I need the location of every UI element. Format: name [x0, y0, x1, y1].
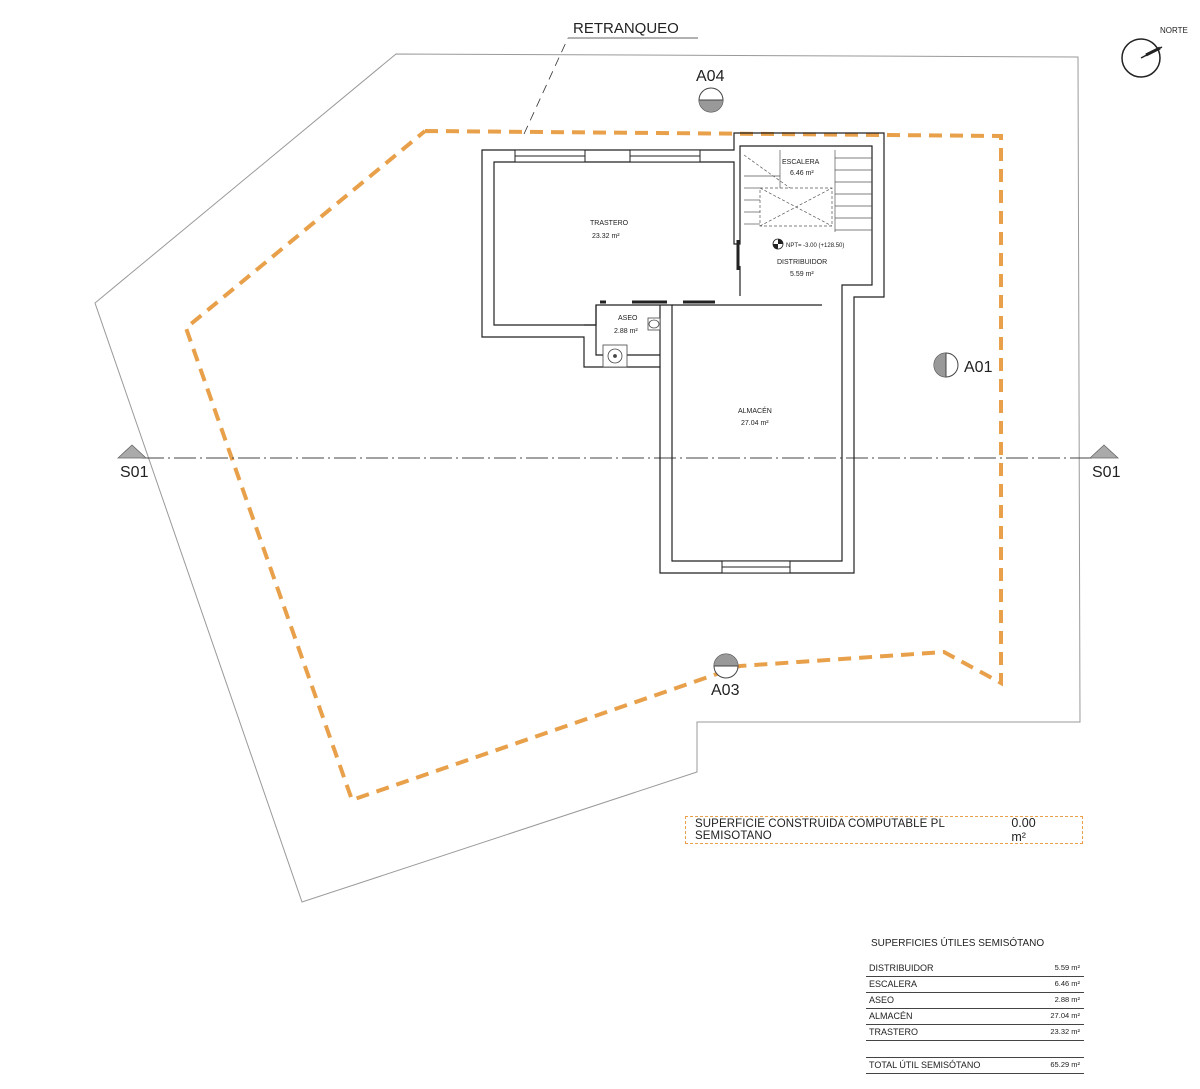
areas-table: SUPERFICIES ÚTILES SEMISÓTANO DISTRIBUID…: [866, 938, 1084, 1074]
room-name-almacen: ALMACÉN: [738, 406, 772, 415]
stairs: [743, 150, 872, 232]
computable-area-value: 0.00 m²: [1011, 816, 1036, 844]
table-row: DISTRIBUIDOR 5.59 m²: [866, 961, 1084, 977]
elevation-label-a03: A03: [711, 682, 740, 699]
level-mark-text: NPT= -3.00 (+128.50): [786, 243, 844, 249]
elevation-label-a01: A01: [964, 359, 993, 376]
room-area-distribuidor: 5.59 m²: [790, 271, 814, 278]
section-marker-left: [116, 444, 148, 459]
total-name: TOTAL ÚTIL SEMISÓTANO: [869, 1060, 981, 1070]
elevation-marker-a03: [713, 653, 739, 679]
section-label-right: S01: [1092, 464, 1121, 481]
elevation-marker-a01: [933, 352, 959, 378]
level-mark-icon: [772, 238, 784, 250]
section-label-left: S01: [120, 464, 149, 481]
row-name: ASEO: [869, 995, 895, 1005]
room-area-trastero: 23.32 m²: [592, 233, 620, 240]
room-name-distribuidor: DISTRIBUIDOR: [777, 259, 827, 266]
room-area-almacen: 27.04 m²: [741, 420, 769, 427]
table-row: ESCALERA 6.46 m²: [866, 977, 1084, 993]
table-row: ASEO 2.88 m²: [866, 993, 1084, 1009]
row-value: 2.88 m²: [1054, 995, 1080, 1004]
row-value: 27.04 m²: [1050, 1011, 1080, 1020]
north-arrow-icon: [1121, 38, 1163, 78]
table-row: TRASTERO 23.32 m²: [866, 1025, 1084, 1041]
computable-area-box: SUPERFICIE CONSTRUIDA COMPUTABLE PL SEMI…: [685, 816, 1083, 844]
retranqueo-leader: [523, 37, 569, 135]
section-marker-right: [1088, 444, 1120, 459]
building-walls: [481, 132, 885, 574]
room-name-trastero: TRASTERO: [590, 220, 629, 227]
row-value: 5.59 m²: [1054, 963, 1080, 972]
row-value: 23.32 m²: [1050, 1027, 1080, 1036]
computable-area-label: SUPERFICIE CONSTRUIDA COMPUTABLE PL SEMI…: [695, 818, 945, 842]
retranqueo-label: RETRANQUEO: [573, 20, 679, 37]
windows: [514, 149, 791, 574]
doors: [600, 240, 740, 304]
setback-line: [183, 129, 1003, 803]
row-value: 6.46 m²: [1054, 979, 1080, 988]
row-name: ESCALERA: [869, 979, 918, 989]
wc-fixture: [647, 317, 661, 331]
row-name: TRASTERO: [869, 1027, 919, 1037]
room-area-escalera: 6.46 m²: [790, 170, 814, 177]
north-label: NORTE: [1160, 26, 1188, 35]
table-total-row: TOTAL ÚTIL SEMISÓTANO 65.29 m²: [866, 1057, 1084, 1074]
room-area-aseo: 2.88 m²: [614, 328, 638, 335]
elevation-label-a04: A04: [696, 68, 725, 85]
plot-boundary: [94, 53, 1081, 903]
elevation-marker-a04: [698, 87, 724, 113]
areas-table-title: SUPERFICIES ÚTILES SEMISÓTANO: [871, 938, 1045, 949]
room-name-escalera: ESCALERA: [782, 159, 820, 166]
row-name: ALMACÉN: [869, 1011, 913, 1021]
table-row: ALMACÉN 27.04 m²: [866, 1009, 1084, 1025]
total-value: 65.29 m²: [1050, 1060, 1080, 1069]
row-name: DISTRIBUIDOR: [869, 963, 934, 973]
room-name-aseo: ASEO: [618, 315, 638, 322]
sink-fixture: [602, 344, 628, 368]
